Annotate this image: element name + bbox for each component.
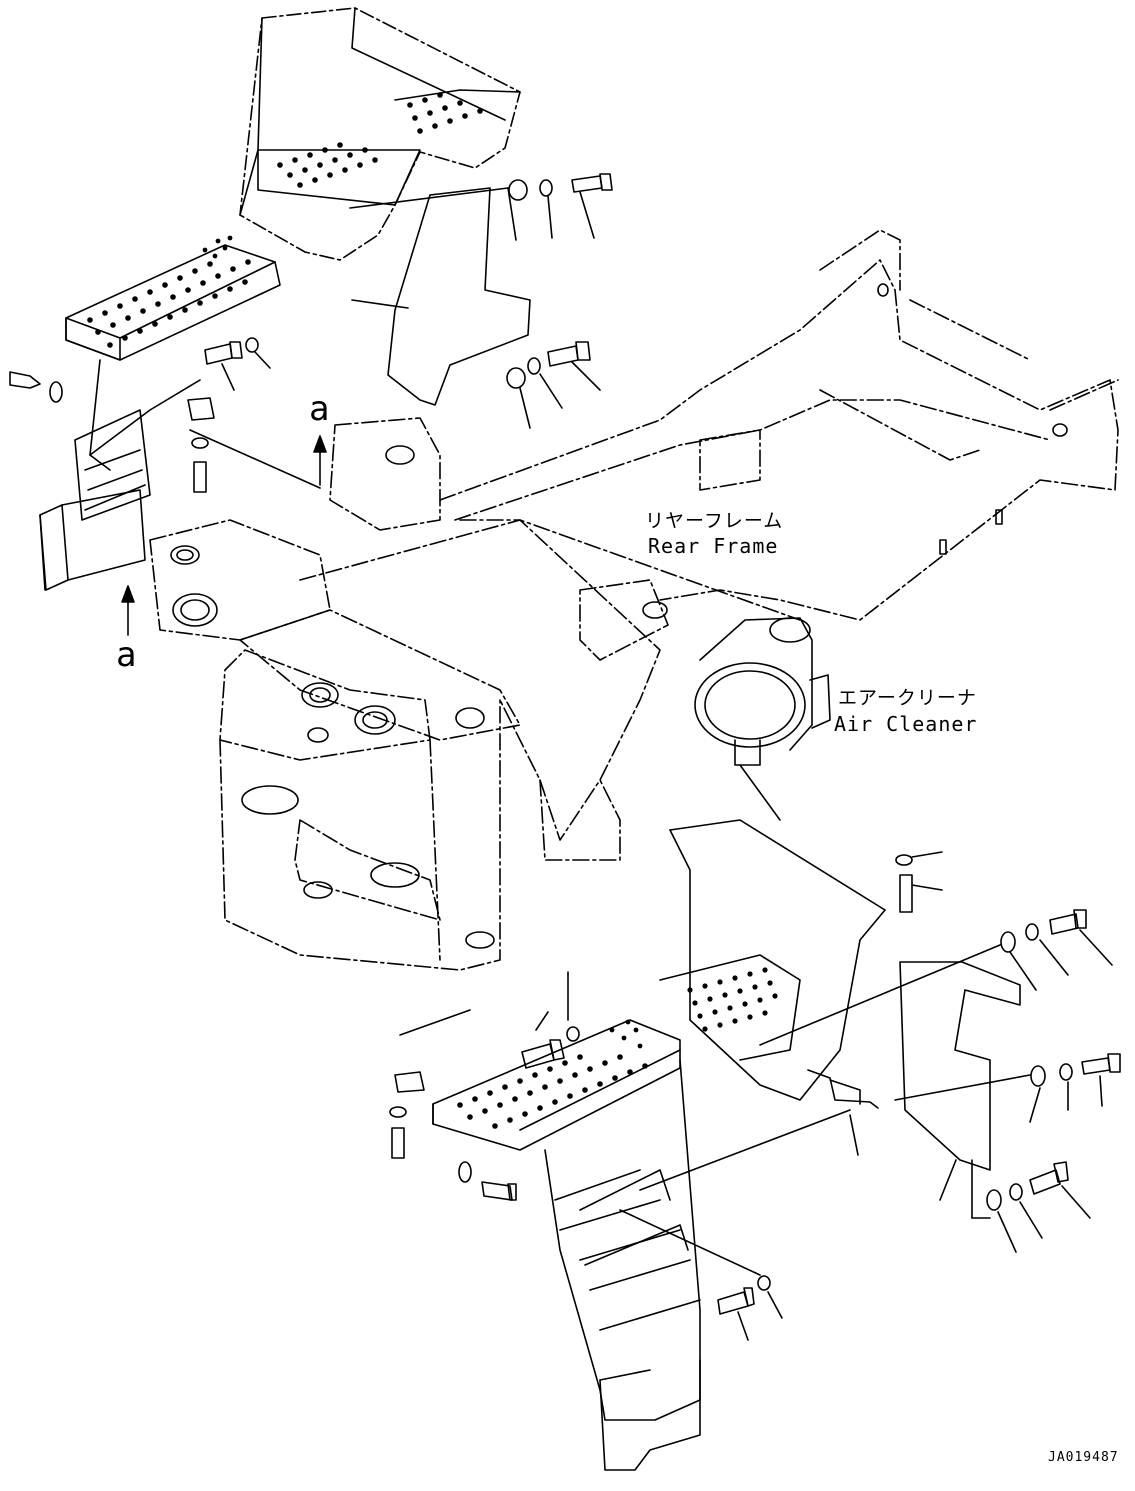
upper-cover-plate	[349, 187, 531, 406]
frame-holes	[170, 445, 668, 949]
air-cleaner-label-jp: エアークリーナ	[838, 687, 977, 709]
lower-step-fasteners	[389, 971, 851, 1341]
upper-left-platform	[39, 7, 521, 591]
rear-frame-holes	[877, 283, 1068, 555]
central-frame	[149, 417, 801, 971]
view-arrow-top	[313, 435, 327, 486]
view-marker-left-label: a	[116, 635, 137, 675]
perforations-upper-left	[87, 92, 483, 348]
upper-fasteners	[9, 173, 613, 493]
air-cleaner-perforations	[687, 967, 778, 1032]
air-cleaner	[659, 617, 886, 1101]
air-cleaner-label-en: Air Cleaner	[834, 712, 978, 736]
lower-right-cover	[759, 944, 1031, 1219]
rear-frame-label-jp: リヤーフレーム	[645, 510, 784, 532]
lower-right-fasteners	[895, 851, 1121, 1253]
drawing-number: JA019487	[1048, 1450, 1119, 1465]
rear-frame	[439, 229, 1119, 621]
view-arrow-left	[121, 585, 135, 636]
view-marker-top-label: a	[309, 389, 330, 429]
rear-frame-label-en: Rear Frame	[648, 534, 779, 558]
lower-step-ladder	[432, 1019, 701, 1471]
lower-step-perforations	[457, 1019, 648, 1129]
